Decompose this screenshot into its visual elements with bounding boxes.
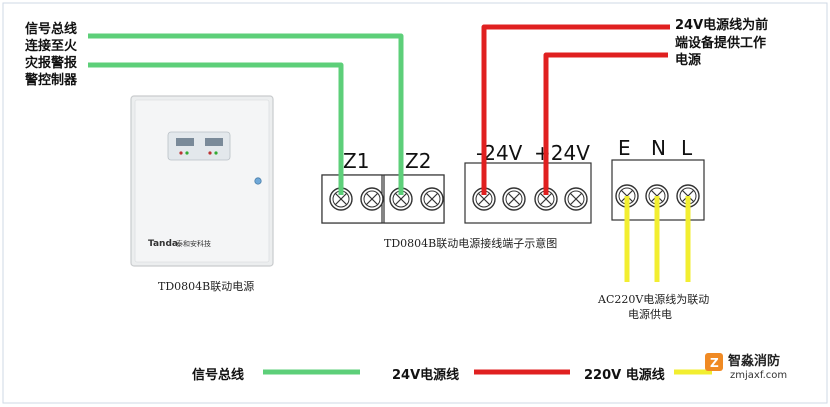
terminal-screw-icon — [360, 187, 384, 211]
terminal-label-n: N — [651, 136, 666, 160]
terminal-screw-icon — [502, 187, 526, 211]
power24-note: 24V电源线为前 端设备提供工作 电源 — [675, 17, 768, 68]
terminal-caption: TD0804B联动电源接线端子示意图 — [384, 236, 557, 250]
svg-text:电源: 电源 — [675, 52, 701, 68]
legend-power220-label: 220V 电源线 — [584, 367, 665, 383]
svg-text:电源供电: 电源供电 — [628, 307, 672, 321]
terminal-label-pos24v: +24V — [534, 141, 590, 165]
power-supply-device: Tanda 泰和安科技 — [130, 95, 274, 267]
device-brand-cn: 泰和安科技 — [176, 239, 211, 248]
power24-wire-neg — [481, 24, 670, 195]
svg-text:警控制器: 警控制器 — [25, 72, 78, 88]
power24-wire-pos — [543, 52, 668, 195]
terminal-label-z2: Z2 — [405, 149, 431, 173]
legend: 信号总线 24V电源线 220V 电源线 — [192, 367, 712, 383]
ac-note: AC220V电源线为联动 电源供电 — [597, 292, 709, 321]
svg-text:信号总线: 信号总线 — [25, 21, 77, 37]
terminal-screw-icon — [329, 187, 353, 211]
watermark-url: zmjaxf.com — [730, 370, 787, 381]
signal-bus-note: 信号总线 连接至火 灾报警报 警控制器 — [25, 21, 78, 88]
svg-text:连接至火: 连接至火 — [25, 38, 78, 54]
watermark: Z 智淼消防 zmjaxf.com — [705, 353, 787, 381]
terminal-screw-icon — [420, 187, 444, 211]
device-caption: TD0804B联动电源 — [158, 279, 254, 293]
terminal-screw-icon — [389, 187, 413, 211]
terminal-screw-icon — [564, 187, 588, 211]
svg-text:端设备提供工作: 端设备提供工作 — [675, 35, 766, 51]
device-brand: Tanda — [148, 239, 178, 249]
legend-signal-label: 信号总线 — [192, 367, 244, 383]
watermark-name: 智淼消防 — [728, 353, 780, 369]
terminal-label-l: L — [681, 136, 693, 160]
terminal-label-z1: Z1 — [343, 149, 369, 173]
svg-text:Z: Z — [710, 356, 719, 370]
signal-wire-z1 — [88, 62, 344, 195]
signal-wire-z2 — [88, 33, 404, 195]
svg-text:AC220V电源线为联动: AC220V电源线为联动 — [597, 292, 709, 306]
svg-text:24V电源线为前: 24V电源线为前 — [675, 17, 768, 33]
legend-power24-label: 24V电源线 — [392, 367, 459, 383]
svg-text:灾报警报: 灾报警报 — [25, 55, 78, 71]
terminal-label-e: E — [618, 136, 631, 160]
lock-icon — [254, 177, 262, 185]
watermark-logo-icon — [705, 353, 723, 371]
